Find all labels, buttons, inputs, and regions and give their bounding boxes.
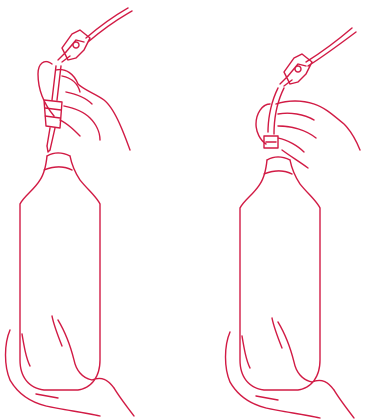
connector-icon [263,87,285,149]
hand-upper-icon [37,60,131,151]
syringe-icon [43,65,63,153]
hand-lower-icon [224,317,355,419]
panel-left [4,7,135,417]
panel-right [224,27,361,419]
tubing-icon [305,27,357,67]
clamp-icon [57,29,91,63]
bottle-icon [239,156,321,391]
bottle-icon [19,152,101,391]
hand-lower-icon [4,315,135,417]
hand-upper-icon [255,100,361,169]
clamp-icon [279,53,313,87]
tubing-icon [85,7,133,43]
